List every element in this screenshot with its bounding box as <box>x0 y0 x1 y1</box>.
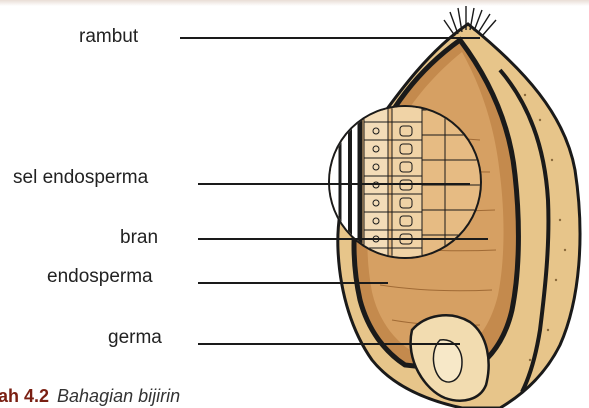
leader-line-rambut <box>180 37 480 39</box>
label-germa: germa <box>108 327 162 349</box>
caption-title: Bahagian bijirin <box>57 386 180 406</box>
leader-line-germa <box>198 343 460 345</box>
label-bran: bran <box>120 227 158 249</box>
leader-line-sel-endosperma <box>198 183 470 185</box>
label-sel-endosperma: sel endosperma <box>13 167 148 189</box>
leader-line-bran <box>198 238 488 240</box>
label-rambut: rambut <box>79 26 138 48</box>
leader-line-endosperma <box>198 282 388 284</box>
caption-number: ah 4.2 <box>0 386 49 406</box>
figure-caption: ah 4.2 Bahagian bijirin <box>0 384 180 408</box>
label-endosperma: endosperma <box>47 266 153 288</box>
